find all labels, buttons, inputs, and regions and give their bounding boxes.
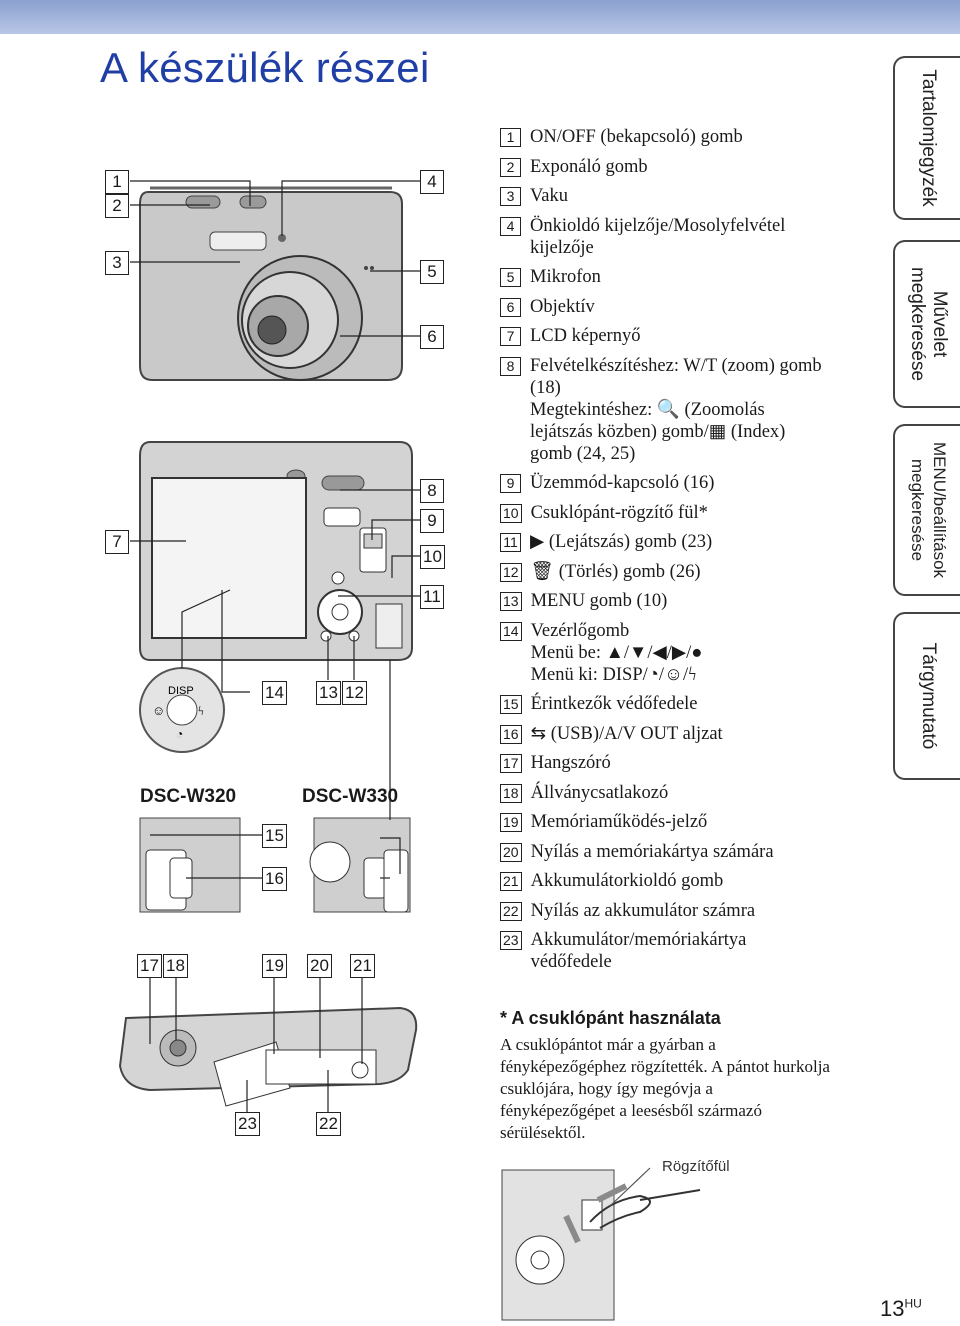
callout-17: 17 xyxy=(137,954,162,978)
strap-section-body: A csuklópántot már a gyárban a fényképez… xyxy=(500,1035,830,1142)
camera-back-view xyxy=(139,441,413,661)
callout-22: 22 xyxy=(316,1112,341,1136)
model-label-w320: DSC-W320 xyxy=(140,786,237,807)
part-number: 9 xyxy=(500,474,521,493)
svg-text:☺: ☺ xyxy=(152,703,165,718)
part-number: 6 xyxy=(500,297,521,317)
part-number: 19 xyxy=(500,813,522,832)
part-number: 5 xyxy=(500,268,521,287)
part-number: 13 xyxy=(500,592,522,611)
strap-illustration xyxy=(501,1167,701,1321)
camera-bottom-view xyxy=(118,1006,418,1107)
part-item: 12🗑 (Törlés) gomb (26) xyxy=(500,561,880,583)
part-number: 21 xyxy=(500,872,522,891)
callout-5: 5 xyxy=(420,260,444,284)
part-number: 15 xyxy=(500,695,522,714)
callout-15: 15 xyxy=(262,824,287,848)
header-bar xyxy=(0,0,960,34)
page-number: 13HU xyxy=(880,1296,922,1321)
part-item: 16⇆ (USB)/A/V OUT aljzat xyxy=(500,723,880,745)
part-number: 4 xyxy=(500,216,521,236)
part-number: 2 xyxy=(500,157,521,177)
part-number: 16 xyxy=(500,724,522,744)
callout-6: 6 xyxy=(420,325,444,349)
callout-7: 7 xyxy=(105,530,129,554)
part-number: 7 xyxy=(500,327,521,346)
callout-18: 18 xyxy=(163,954,188,978)
part-number: 14 xyxy=(500,621,522,641)
part-number: 10 xyxy=(500,503,522,523)
callout-23: 23 xyxy=(235,1112,260,1136)
part-number: 18 xyxy=(500,783,522,803)
part-number: 12 xyxy=(500,562,522,582)
part-number: 17 xyxy=(500,754,522,773)
callout-8: 8 xyxy=(420,479,444,503)
part-number: 20 xyxy=(500,842,522,862)
strap-section-title: * A csuklópánt használata xyxy=(500,1008,721,1028)
tab-contents[interactable]: Tartalomjegyzék xyxy=(893,56,960,220)
camera-side-views xyxy=(139,817,411,913)
callout-4: 4 xyxy=(420,170,444,194)
leader-lines xyxy=(130,180,420,1112)
callout-21: 21 xyxy=(350,954,375,978)
part-number: 11 xyxy=(500,533,521,552)
part-number: 23 xyxy=(500,931,522,950)
control-dial-detail: DISP ☺ ϟ ◔ xyxy=(139,667,225,753)
callout-9: 9 xyxy=(420,509,444,533)
camera-front-view xyxy=(139,186,403,381)
part-number: 8 xyxy=(500,356,521,376)
callout-10: 10 xyxy=(420,545,445,569)
callout-19: 19 xyxy=(262,954,287,978)
callout-3: 3 xyxy=(105,251,129,275)
part-number: 22 xyxy=(500,901,522,921)
dial-disp-label: DISP xyxy=(168,685,194,697)
callout-16: 16 xyxy=(262,867,287,891)
callout-12: 12 xyxy=(342,681,367,705)
tab-index[interactable]: Tárgymutató xyxy=(893,612,960,780)
callout-2: 2 xyxy=(105,194,129,218)
model-label-w330: DSC-W330 xyxy=(302,786,399,807)
svg-text:◔: ◔ xyxy=(176,727,183,741)
part-item: 11▶ (Lejátszás) gomb (23) xyxy=(500,531,880,553)
svg-text:ϟ: ϟ xyxy=(198,703,204,718)
callout-14: 14 xyxy=(262,681,287,705)
page-lang: HU xyxy=(904,1296,922,1311)
callout-11: 11 xyxy=(420,585,444,609)
strap-hook-label: Rögzítőfül xyxy=(662,1158,730,1175)
page-title: A készülék részei xyxy=(100,44,430,91)
part-number: 1 xyxy=(500,128,521,147)
callout-1: 1 xyxy=(105,170,129,194)
callout-20: 20 xyxy=(307,954,332,978)
part-number: 3 xyxy=(500,187,521,206)
callout-13: 13 xyxy=(316,681,341,705)
